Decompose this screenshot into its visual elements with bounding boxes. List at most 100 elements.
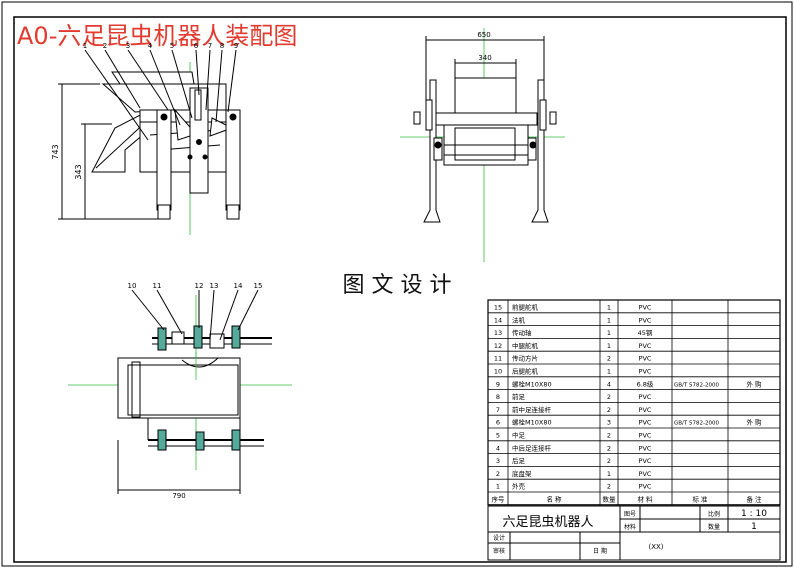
bom-material: PVC <box>639 457 652 465</box>
bom-name: 螺栓M10X80 <box>512 379 552 388</box>
bom-material: PVC <box>639 483 652 491</box>
bom-qty: 2 <box>607 432 611 440</box>
watermark-text: 图 文 设 计 <box>343 273 452 298</box>
dim-top-width: 790 <box>172 492 185 500</box>
bom-no: 2 <box>496 470 500 478</box>
bom-qty: 2 <box>607 457 611 465</box>
bom-material: PVC <box>639 406 652 414</box>
bom-qty: 3 <box>607 419 611 427</box>
bom-qty: 1 <box>607 329 611 337</box>
bom-material: PVC <box>639 342 652 350</box>
dim-width-total: 650 <box>477 31 490 39</box>
title-label-scale: 比例 <box>708 510 720 518</box>
bom-no: 11 <box>494 355 502 363</box>
callout-5: 5 <box>170 42 174 50</box>
bom-name: 前腿舵机 <box>512 303 539 312</box>
side-view <box>400 28 565 262</box>
bom-qty: 1 <box>607 304 611 312</box>
title-label-date: 日 期 <box>593 547 607 555</box>
callout-14: 14 <box>234 282 243 290</box>
bom-material: PVC <box>639 470 652 478</box>
bom-name: 前足 <box>512 392 526 401</box>
callout-13: 13 <box>210 282 219 290</box>
sheet-title: A0-六足昆虫机器人装配图 <box>17 22 297 50</box>
bom-material: PVC <box>639 432 652 440</box>
front-view <box>58 49 241 235</box>
bom-no: 14 <box>494 316 502 324</box>
bom-note: 外 购 <box>746 379 762 388</box>
bom-qty: 2 <box>607 444 611 452</box>
title-label-drawing-no: 图号 <box>624 511 636 518</box>
title-label-material: 材料 <box>624 523 636 531</box>
inner-border <box>13 16 787 563</box>
bom-no: 7 <box>496 406 500 414</box>
bom-qty: 2 <box>607 406 611 414</box>
title-block-name: 六足昆虫机器人 <box>502 515 593 530</box>
bom-material: PVC <box>639 368 652 376</box>
title-label-designer: 设计 <box>493 534 505 542</box>
title-label-quantity: 数量 <box>708 523 720 531</box>
callout-15: 15 <box>254 282 263 290</box>
bom-qty: 2 <box>607 355 611 363</box>
bom-no: 15 <box>494 304 502 312</box>
top-view <box>68 289 292 494</box>
bom-header: 名 称 <box>546 495 562 504</box>
bom-name: 底盘架 <box>512 469 532 478</box>
title-scale: 1 : 10 <box>741 509 767 519</box>
callout-6: 6 <box>194 42 199 50</box>
callout-1: 1 <box>83 42 87 50</box>
bom-name: 中腿舵机 <box>512 341 539 350</box>
callout-7: 7 <box>208 42 212 50</box>
bom-name: 中后足连接杆 <box>512 443 552 452</box>
bom-header: 材 料 <box>637 495 653 504</box>
bom-name: 中足 <box>512 431 526 440</box>
callout-3: 3 <box>126 42 130 50</box>
callout-10: 10 <box>128 282 137 290</box>
bom-material: PVC <box>639 304 652 312</box>
title-block <box>487 505 781 561</box>
title-quantity: 1 <box>751 522 757 532</box>
bom-material: PVC <box>639 355 652 363</box>
bom-material: PVC <box>639 316 652 324</box>
bom-no: 13 <box>494 329 502 337</box>
bom-material: 45钢 <box>638 329 653 337</box>
bom-qty: 4 <box>607 380 611 388</box>
bom-qty: 1 <box>607 316 611 324</box>
bom-material: 6.8级 <box>637 379 654 388</box>
bom-no: 8 <box>496 393 500 401</box>
bom-qty: 1 <box>607 470 611 478</box>
bom-no: 6 <box>496 419 500 427</box>
bom-no: 4 <box>496 444 500 452</box>
callout-11: 11 <box>153 282 162 290</box>
title-company: (XX) <box>648 543 663 551</box>
bom-no: 9 <box>496 380 500 388</box>
bom-no: 12 <box>494 342 502 350</box>
bom-name: 外壳 <box>512 482 526 491</box>
bom-header: 序号 <box>492 495 506 504</box>
bom-no: 3 <box>496 457 500 465</box>
callout-9: 9 <box>234 42 238 50</box>
bom-qty: 1 <box>607 342 611 350</box>
bom-name: 前中足连接杆 <box>512 405 552 414</box>
bom-name: 法机 <box>512 315 526 324</box>
bom-material: PVC <box>639 393 652 401</box>
dim-height-total: 743 <box>51 144 60 159</box>
bom-qty: 2 <box>607 483 611 491</box>
bom-material: PVC <box>639 444 652 452</box>
callout-2: 2 <box>103 42 107 50</box>
bom-standard: GB/T 5782-2000 <box>674 421 719 427</box>
dim-width-inner: 340 <box>478 54 491 62</box>
bom-no: 5 <box>496 432 500 440</box>
callout-12: 12 <box>195 282 204 290</box>
callout-4: 4 <box>148 42 153 50</box>
bom-name: 螺栓M10X80 <box>512 418 552 427</box>
bom-header: 备 注 <box>746 495 762 504</box>
bom-material: PVC <box>639 419 652 427</box>
bom-header: 数量 <box>603 495 617 504</box>
dim-height-inner: 343 <box>74 164 83 179</box>
bom-qty: 2 <box>607 393 611 401</box>
bom-standard: GB/T 5782-2000 <box>674 382 719 388</box>
bom-header: 标 准 <box>692 495 708 504</box>
